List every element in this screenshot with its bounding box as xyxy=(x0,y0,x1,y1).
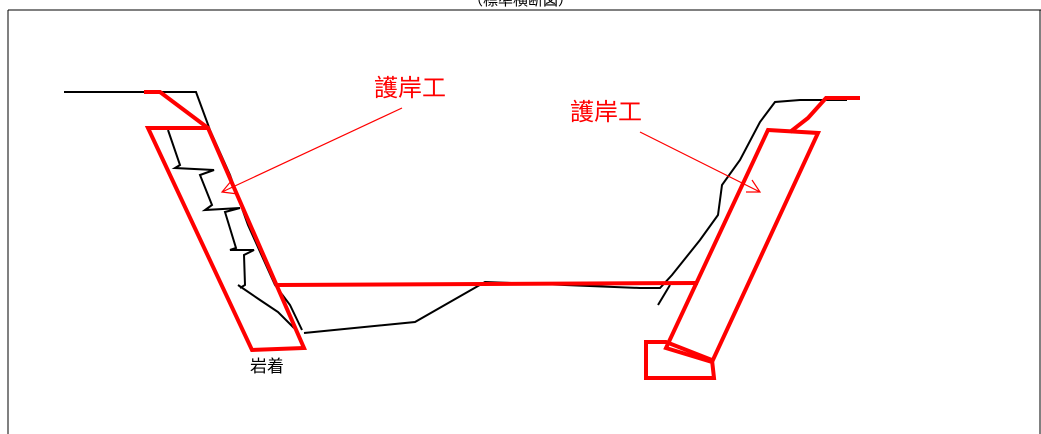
left-bank-inner xyxy=(237,284,297,331)
revetment-label-left: 護岸工 xyxy=(374,74,446,102)
revetment-label-right: 護岸工 xyxy=(570,98,642,126)
right-bank-inner xyxy=(657,284,671,306)
right-leader-arrowhead xyxy=(746,179,762,193)
right-revetment-body xyxy=(663,127,822,365)
right-leader-line xyxy=(639,131,761,193)
left-leader-arrowhead xyxy=(220,179,239,195)
frame-lines xyxy=(7,9,1041,434)
left-revetment-body xyxy=(144,126,308,353)
revetment-structures xyxy=(144,90,860,380)
right-foot-block xyxy=(644,340,717,380)
left-bank-steps xyxy=(167,129,255,289)
left-leader-line xyxy=(221,107,403,193)
right-revetment-top xyxy=(788,96,860,134)
left-revetment-top xyxy=(144,90,210,130)
bedrock-label: 岩着 xyxy=(250,357,284,377)
figure-title: （標準横断図） xyxy=(467,0,573,9)
design-bed-line xyxy=(277,281,699,287)
leader-lines xyxy=(220,107,762,195)
